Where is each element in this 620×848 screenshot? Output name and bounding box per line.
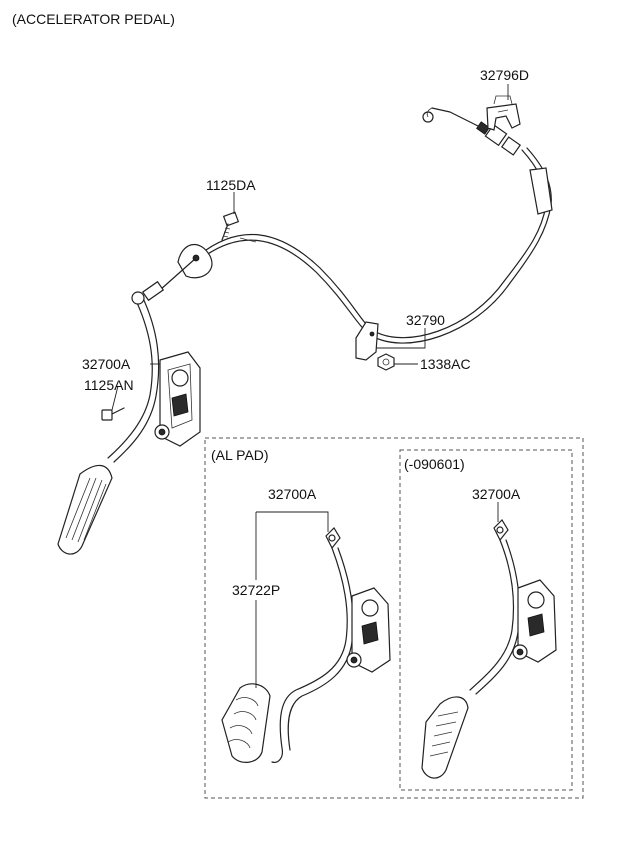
nut-1338ac: [377, 353, 395, 371]
label-32796d: 32796D: [480, 67, 529, 83]
bolt-1125da: [221, 211, 240, 241]
label-1125da: 1125DA: [206, 177, 256, 193]
leader-lines: [111, 84, 509, 688]
label-32700a-al: 32700A: [268, 486, 317, 502]
pedal-assembly-old: [421, 519, 557, 779]
old-pedal-group-label: (-090601): [404, 456, 465, 472]
al-pad-group-box: [204, 437, 584, 799]
label-32722p: 32722P: [232, 582, 280, 598]
old-pedal-group-box: [399, 449, 573, 791]
diagram-title: (ACCELERATOR PEDAL): [12, 11, 175, 27]
label-32700a-main: 32700A: [82, 356, 131, 372]
pedal-assembly-al: [271, 527, 391, 763]
bolt-1125an: [101, 407, 125, 421]
label-32700a-old: 32700A: [472, 486, 521, 502]
al-pad: [221, 683, 271, 763]
label-1338ac: 1338AC: [420, 356, 471, 372]
pedal-assembly-main: [57, 291, 201, 555]
accelerator-cable: [141, 107, 553, 361]
al-pad-group-label: (AL PAD): [211, 447, 269, 463]
label-32790: 32790: [406, 312, 445, 328]
cable-clip: [486, 95, 521, 131]
label-1125an: 1125AN: [84, 377, 134, 393]
